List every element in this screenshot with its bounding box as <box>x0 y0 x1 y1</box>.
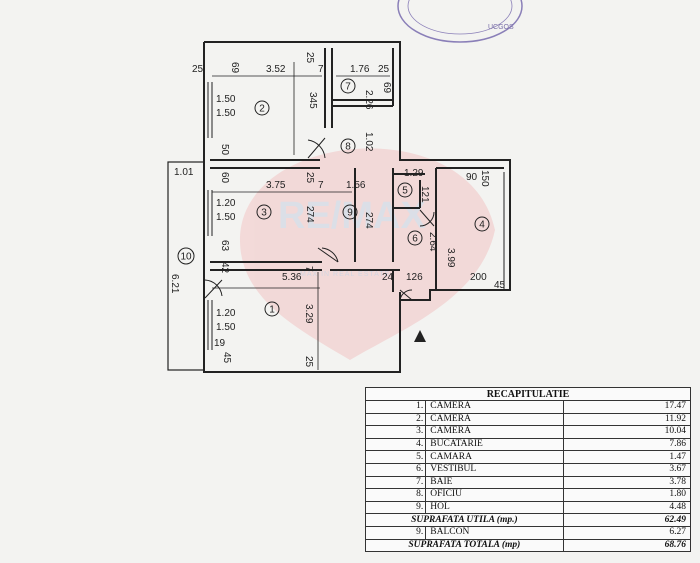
totala-value: 68.76 <box>562 538 692 553</box>
dim-150e: 1.50 <box>216 322 236 333</box>
dim-7b: 7 <box>318 180 324 191</box>
table-row: 9. HOL 4.48 <box>364 500 692 515</box>
room-7-label: 7 <box>345 82 351 93</box>
table-row: 8. OFICIU 1.80 <box>364 488 692 502</box>
dim-200: 200 <box>470 272 487 283</box>
dim-274a: 274 <box>304 206 315 223</box>
dim-102: 1.02 <box>363 132 374 152</box>
recapitulation-table: RECAPITULATIE 1. CAMERA 17.47 2. CAMERA … <box>364 387 692 553</box>
remax-watermark: RE/MAX MAX IN REAL ESTATE <box>240 148 495 360</box>
dimension-labels: 25 69 3.52 7 25 1.76 25 69 345 2.26 1.50… <box>169 52 506 368</box>
dim-274b: 274 <box>363 212 374 229</box>
dim-156: 1.56 <box>346 180 366 191</box>
dim-7a: 7 <box>318 64 324 75</box>
room-labels: 2 7 8 3 9 5 6 4 10 1 <box>177 78 490 317</box>
table-row: 7. BAIE 3.78 <box>364 475 692 490</box>
room-2-label: 2 <box>259 104 265 115</box>
dim-63: 63 <box>219 240 230 252</box>
dim-45a: 45 <box>494 280 506 291</box>
dim-264: 2.64 <box>427 232 438 252</box>
dim-120a: 1.20 <box>216 198 236 209</box>
balcon-row: 9. BALCON 6.27 <box>364 525 692 540</box>
dim-375: 3.75 <box>266 180 286 191</box>
table-row: 3. CAMERA 10.04 <box>364 425 692 439</box>
dim-150b: 1.50 <box>216 108 236 119</box>
watermark-brand: RE/MAX <box>278 195 426 237</box>
dim-226: 2.26 <box>363 90 374 110</box>
table-row: 2. CAMERA 11.92 <box>364 412 692 427</box>
table-row: 1. CAMERA 17.47 <box>364 400 692 414</box>
dim-60: 60 <box>219 172 230 184</box>
dim-150a: 1.50 <box>216 94 236 105</box>
dim-25a: 25 <box>192 64 204 75</box>
dim-621: 6.21 <box>169 274 180 294</box>
table-row: 4. BUCATARIE 7.86 <box>364 437 692 452</box>
dim-129: 1.29 <box>404 168 424 179</box>
room-9-label: 9 <box>347 208 353 219</box>
stamp: UCGOS <box>397 0 523 43</box>
dim-45b: 45 <box>221 352 232 364</box>
utila-label: SUPRAFATA UTILA (mp.) <box>365 513 564 527</box>
room-3-label: 3 <box>261 208 267 219</box>
dim-536: 5.36 <box>282 272 302 283</box>
dim-121: 121 <box>419 186 430 203</box>
dim-126: 126 <box>406 272 423 283</box>
dim-101: 1.01 <box>174 167 194 178</box>
dim-352: 3.52 <box>266 64 286 75</box>
walls <box>167 41 511 373</box>
dim-7c: 7 <box>303 266 314 272</box>
table-row: 6. VESTIBUL 3.67 <box>364 462 692 477</box>
dim-345: 345 <box>307 92 318 109</box>
totala-row: SUPRAFATA TOTALA (mp) 68.76 <box>365 538 692 553</box>
room-5-label: 5 <box>402 186 408 197</box>
dim-25d: 25 <box>304 172 315 184</box>
room-8-label: 8 <box>345 142 351 153</box>
dim-24: 24 <box>382 272 394 283</box>
dim-90: 90 <box>466 172 478 183</box>
room-10-label: 10 <box>180 252 192 263</box>
room-1-label: 1 <box>269 305 275 316</box>
dim-120b: 1.20 <box>216 308 236 319</box>
totala-label: SUPRAFATA TOTALA (mp) <box>365 538 564 553</box>
dim-19: 19 <box>214 338 226 349</box>
dim-399: 3.99 <box>445 248 456 268</box>
table-row: 5. CAMARA 1.47 <box>364 450 692 464</box>
dim-25b: 25 <box>304 52 315 64</box>
utila-value: 62.49 <box>562 513 692 527</box>
dim-42: 42 <box>219 262 230 274</box>
utila-row: SUPRAFATA UTILA (mp.) 62.49 <box>365 513 692 527</box>
table-title: RECAPITULATIE <box>365 387 691 401</box>
dim-50: 50 <box>219 144 230 156</box>
dim-150d: 1.50 <box>216 212 236 223</box>
dim-69b: 69 <box>381 82 392 94</box>
dim-25c: 25 <box>378 64 390 75</box>
dim-150c: 150 <box>479 170 490 187</box>
dim-329: 3.29 <box>303 304 314 324</box>
room-6-label: 6 <box>412 234 418 245</box>
dim-69a: 69 <box>229 62 240 74</box>
north-arrow-icon <box>414 330 426 342</box>
dim-25e: 25 <box>303 356 314 368</box>
stamp-text: UCGOS <box>488 24 514 31</box>
dim-176: 1.76 <box>350 64 370 75</box>
room-4-label: 4 <box>479 220 485 231</box>
watermark-tagline: MAX IN REAL ESTATE <box>300 271 390 278</box>
